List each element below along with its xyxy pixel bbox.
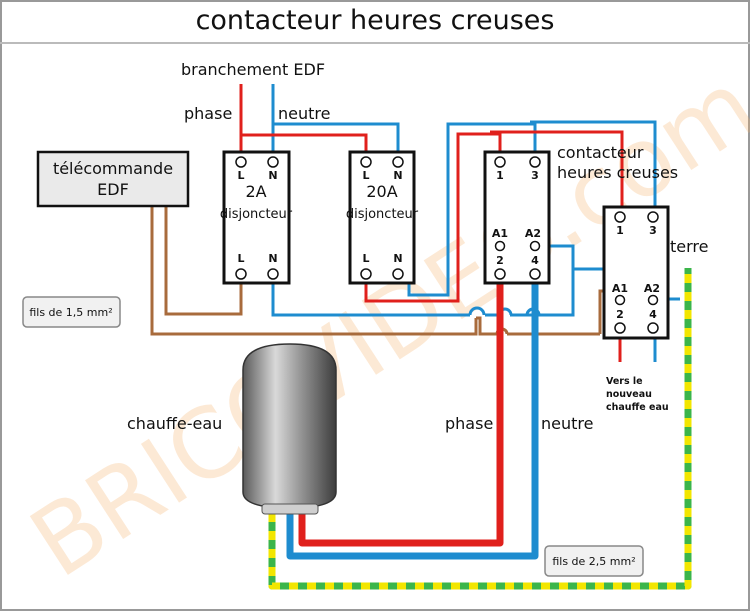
chauffe-eau-label: chauffe-eau bbox=[127, 414, 222, 433]
telecommande-label-2: EDF bbox=[97, 180, 129, 199]
contactor-terminal: 3 bbox=[649, 224, 657, 237]
contactor-terminal: A2 bbox=[525, 227, 541, 240]
vers-label-2: nouveau bbox=[606, 389, 652, 400]
fils-large-label: fils de 2,5 mm² bbox=[552, 555, 635, 568]
phase-bottom-label: phase bbox=[445, 414, 493, 433]
contactor-new: 1 3 A1 A2 2 4 bbox=[602, 205, 670, 340]
breaker-20a: L N 20A disjoncteur L N bbox=[346, 150, 419, 285]
neutre-bottom-label: neutre bbox=[541, 414, 593, 433]
phase-top-label: phase bbox=[184, 104, 232, 123]
telecommande-label-1: télécommande bbox=[53, 159, 173, 178]
water-heater-tank bbox=[242, 343, 337, 515]
neutre-top-label: neutre bbox=[278, 104, 330, 123]
contactor-terminal: 1 bbox=[616, 224, 624, 237]
terre-label: terre bbox=[670, 237, 708, 256]
breaker-terminal: L bbox=[362, 252, 369, 265]
branchement-label: branchement EDF bbox=[181, 60, 325, 79]
contactor-label-2: heures creuses bbox=[557, 163, 678, 182]
contactor-terminal: A1 bbox=[612, 282, 628, 295]
fils-large-badge bbox=[544, 545, 644, 577]
contactor-label-1: contacteur bbox=[557, 143, 644, 162]
breaker-terminal: N bbox=[393, 252, 402, 265]
contactor-terminal: 1 bbox=[496, 169, 504, 182]
heater-supply-wires bbox=[286, 279, 539, 560]
breaker-terminal: N bbox=[268, 252, 277, 265]
breaker-rating: 20A bbox=[366, 182, 397, 201]
fils-small-badge bbox=[22, 296, 121, 328]
telecommande-box bbox=[36, 150, 190, 208]
diagram-title: contacteur heures creuses bbox=[196, 5, 555, 36]
contactor-terminal: 2 bbox=[496, 254, 504, 267]
contactor-terminal: 4 bbox=[531, 254, 539, 267]
contactor-main: 1 3 A1 A2 2 4 bbox=[483, 150, 551, 285]
fils-small-label: fils de 1,5 mm² bbox=[29, 306, 112, 319]
breaker-name: disjoncteur bbox=[346, 207, 419, 222]
contactor-terminal: A1 bbox=[492, 227, 508, 240]
vers-label-1: Vers le bbox=[606, 376, 643, 387]
contactor-terminal: A2 bbox=[644, 282, 660, 295]
breaker-2a: L N 2A disjoncteur L N bbox=[220, 150, 293, 285]
breaker-terminal: L bbox=[237, 252, 244, 265]
vers-label-3: chauffe eau bbox=[606, 402, 669, 413]
breaker-terminal: N bbox=[268, 169, 277, 182]
contactor-terminal: 4 bbox=[649, 308, 657, 321]
breaker-terminal: L bbox=[237, 169, 244, 182]
breaker-terminal: N bbox=[393, 169, 402, 182]
contactor-terminal: 2 bbox=[616, 308, 624, 321]
contactor-terminal: 3 bbox=[531, 169, 539, 182]
breaker-terminal: L bbox=[362, 169, 369, 182]
neutre-wires bbox=[271, 84, 680, 362]
breaker-rating: 2A bbox=[245, 182, 266, 201]
breaker-name: disjoncteur bbox=[220, 207, 293, 222]
earth-wire bbox=[268, 268, 692, 590]
